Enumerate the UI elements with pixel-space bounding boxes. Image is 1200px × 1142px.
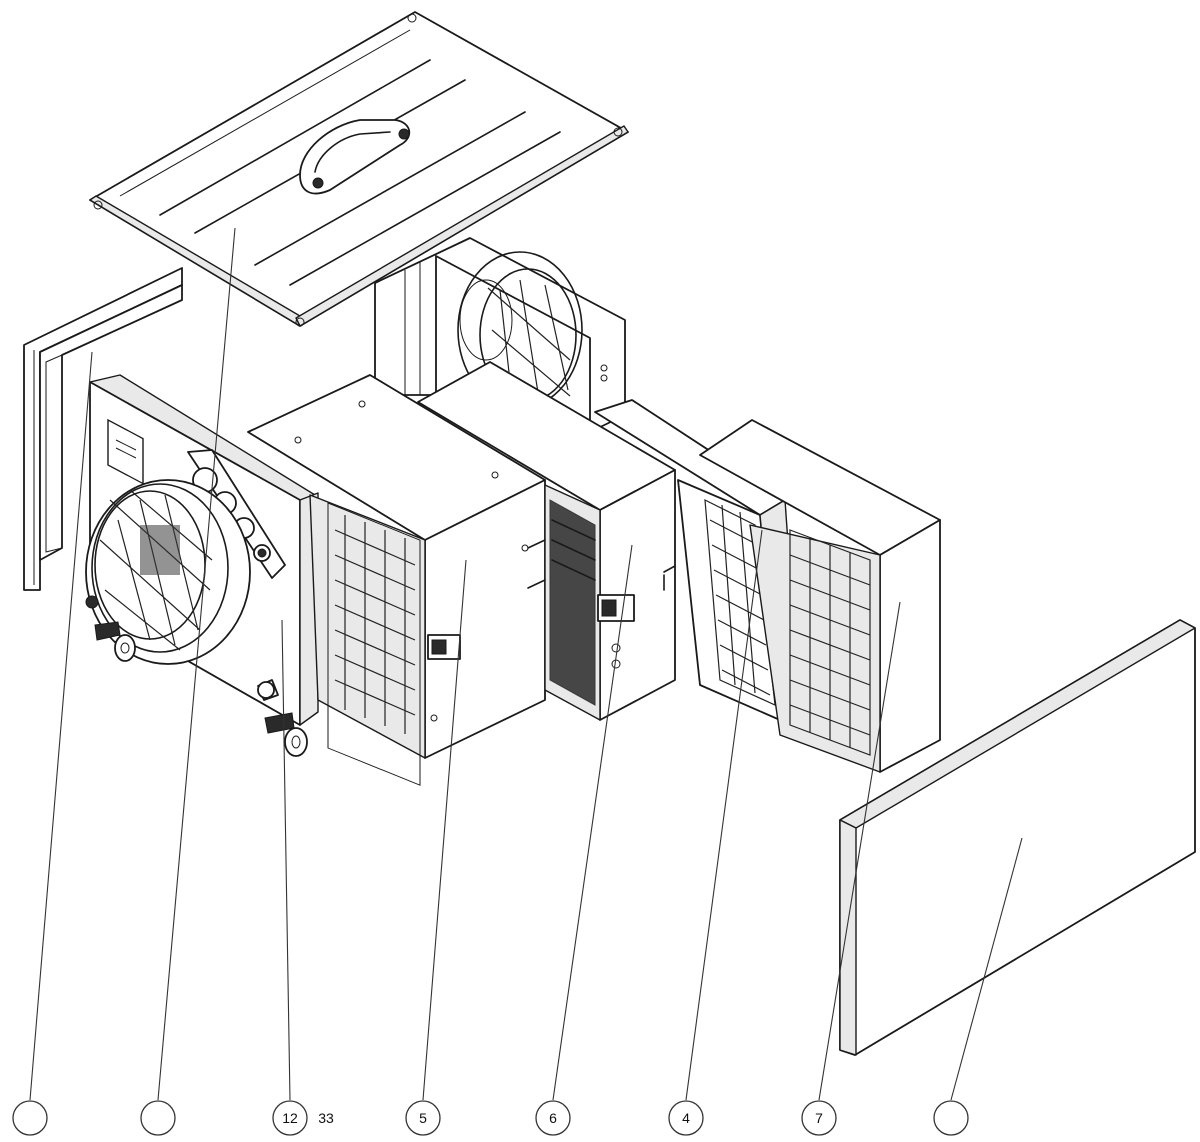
svg-text:6: 6 xyxy=(549,1110,557,1126)
callout-extra-label: 33 xyxy=(318,1110,334,1126)
callout-balloon-1 xyxy=(12,1100,48,1136)
callout-balloon-5: 5 xyxy=(405,1100,441,1136)
callout-balloon-8 xyxy=(933,1100,969,1136)
intake-mesh-insert xyxy=(140,525,180,575)
left-side-panel xyxy=(23,267,183,591)
callout-balloons: 12 33 5 6 4 7 xyxy=(12,1100,969,1136)
carry-handle xyxy=(299,119,411,195)
callout-balloon-7: 7 xyxy=(801,1100,837,1136)
svg-text:12: 12 xyxy=(282,1110,298,1126)
leader-lines xyxy=(29,227,1023,1101)
callout-balloon-2 xyxy=(140,1100,176,1136)
filter-cartridge-5 xyxy=(247,374,546,786)
callout-balloon-6: 6 xyxy=(535,1100,571,1136)
front-caster-wheel xyxy=(94,621,308,757)
right-side-panel xyxy=(839,619,1196,1056)
control-display xyxy=(107,418,144,485)
svg-text:4: 4 xyxy=(682,1110,690,1126)
callout-balloon-4: 4 xyxy=(668,1100,704,1136)
callout-balloon-12: 12 xyxy=(272,1100,308,1136)
svg-text:5: 5 xyxy=(419,1110,427,1126)
filter-cartridge-6 xyxy=(417,361,676,721)
svg-text:7: 7 xyxy=(815,1110,823,1126)
hepa-filter-7 xyxy=(699,419,941,773)
